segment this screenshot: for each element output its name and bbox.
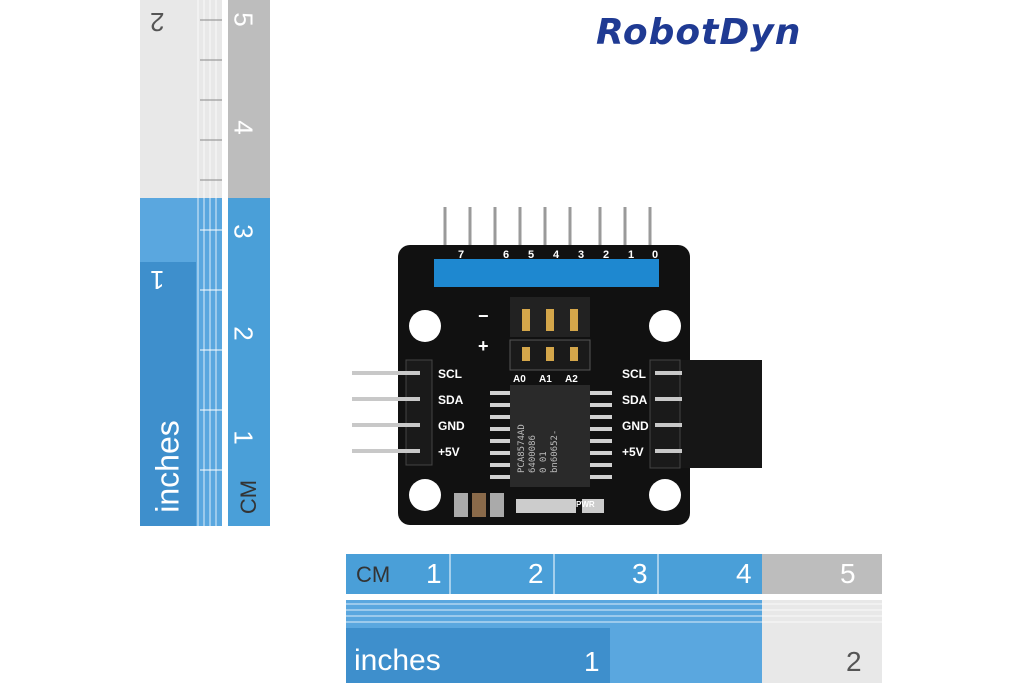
- pwr-label: PWR: [576, 500, 595, 509]
- h-cm-tick-2: 2: [528, 558, 544, 589]
- pin-label-2: 2: [603, 249, 610, 261]
- v-inch-tick-1: 1: [150, 265, 165, 295]
- h-inch-tick-2: 2: [846, 646, 862, 677]
- h-cm-tick-3: 3: [632, 558, 648, 589]
- h-inch-label: inches: [354, 644, 441, 677]
- v-inch-label: inches: [149, 420, 186, 513]
- pin-label-0: 0: [652, 249, 659, 261]
- jumper-minus: −: [478, 306, 489, 326]
- left-pin-5v: +5V: [438, 445, 460, 459]
- jumper-label-a1: A1: [539, 374, 552, 385]
- right-pin-5v: +5V: [622, 445, 644, 459]
- v-cm-tick-4: 4: [228, 120, 259, 135]
- v-cm-tick-1: 1: [228, 430, 259, 445]
- chip-marking: PCA8574AD 6400086 0 01 bn60652-: [517, 393, 587, 473]
- chip-text-line-3: 0 01: [539, 451, 549, 473]
- vertical-ruler: [140, 0, 270, 526]
- pin-label-3: 3: [578, 249, 585, 261]
- jumper-plus: +: [478, 336, 489, 356]
- left-pin-scl: SCL: [438, 367, 462, 381]
- chip-text-line-2: 6400086: [528, 435, 538, 473]
- pin-label-6: 6: [503, 249, 510, 261]
- pin-label-1: 1: [628, 249, 635, 261]
- pin-label-5: 5: [528, 249, 535, 261]
- h-cm-tick-5: 5: [840, 558, 856, 589]
- jumper-label-a0: A0: [513, 374, 526, 385]
- v-inch-tick-2: 2: [150, 7, 165, 37]
- h-cm-label: CM: [356, 562, 391, 587]
- v-cm-label: CM: [236, 479, 261, 515]
- horizontal-ruler: [346, 554, 882, 683]
- left-pin-sda: SDA: [438, 393, 464, 407]
- h-cm-tick-1: 1: [426, 558, 442, 589]
- pcb-board: [352, 207, 762, 525]
- pin-label-4: 4: [553, 249, 560, 261]
- right-pin-gnd: GND: [622, 419, 649, 433]
- chip-text-line-1: PCA8574AD: [517, 424, 527, 473]
- v-cm-tick-3: 3: [228, 224, 259, 239]
- brand-logo: RobotDyn: [596, 12, 802, 53]
- pin-label-7: 7: [458, 249, 465, 261]
- jumper-label-a2: A2: [565, 374, 578, 385]
- right-pin-scl: SCL: [622, 367, 646, 381]
- left-pin-gnd: GND: [438, 419, 465, 433]
- h-cm-tick-4: 4: [736, 558, 752, 589]
- right-pin-sda: SDA: [622, 393, 648, 407]
- v-cm-tick-2: 2: [228, 326, 259, 341]
- chip-text-line-4: bn60652-: [550, 429, 560, 473]
- v-cm-tick-5: 5: [228, 12, 259, 27]
- h-inch-tick-1: 1: [584, 646, 600, 677]
